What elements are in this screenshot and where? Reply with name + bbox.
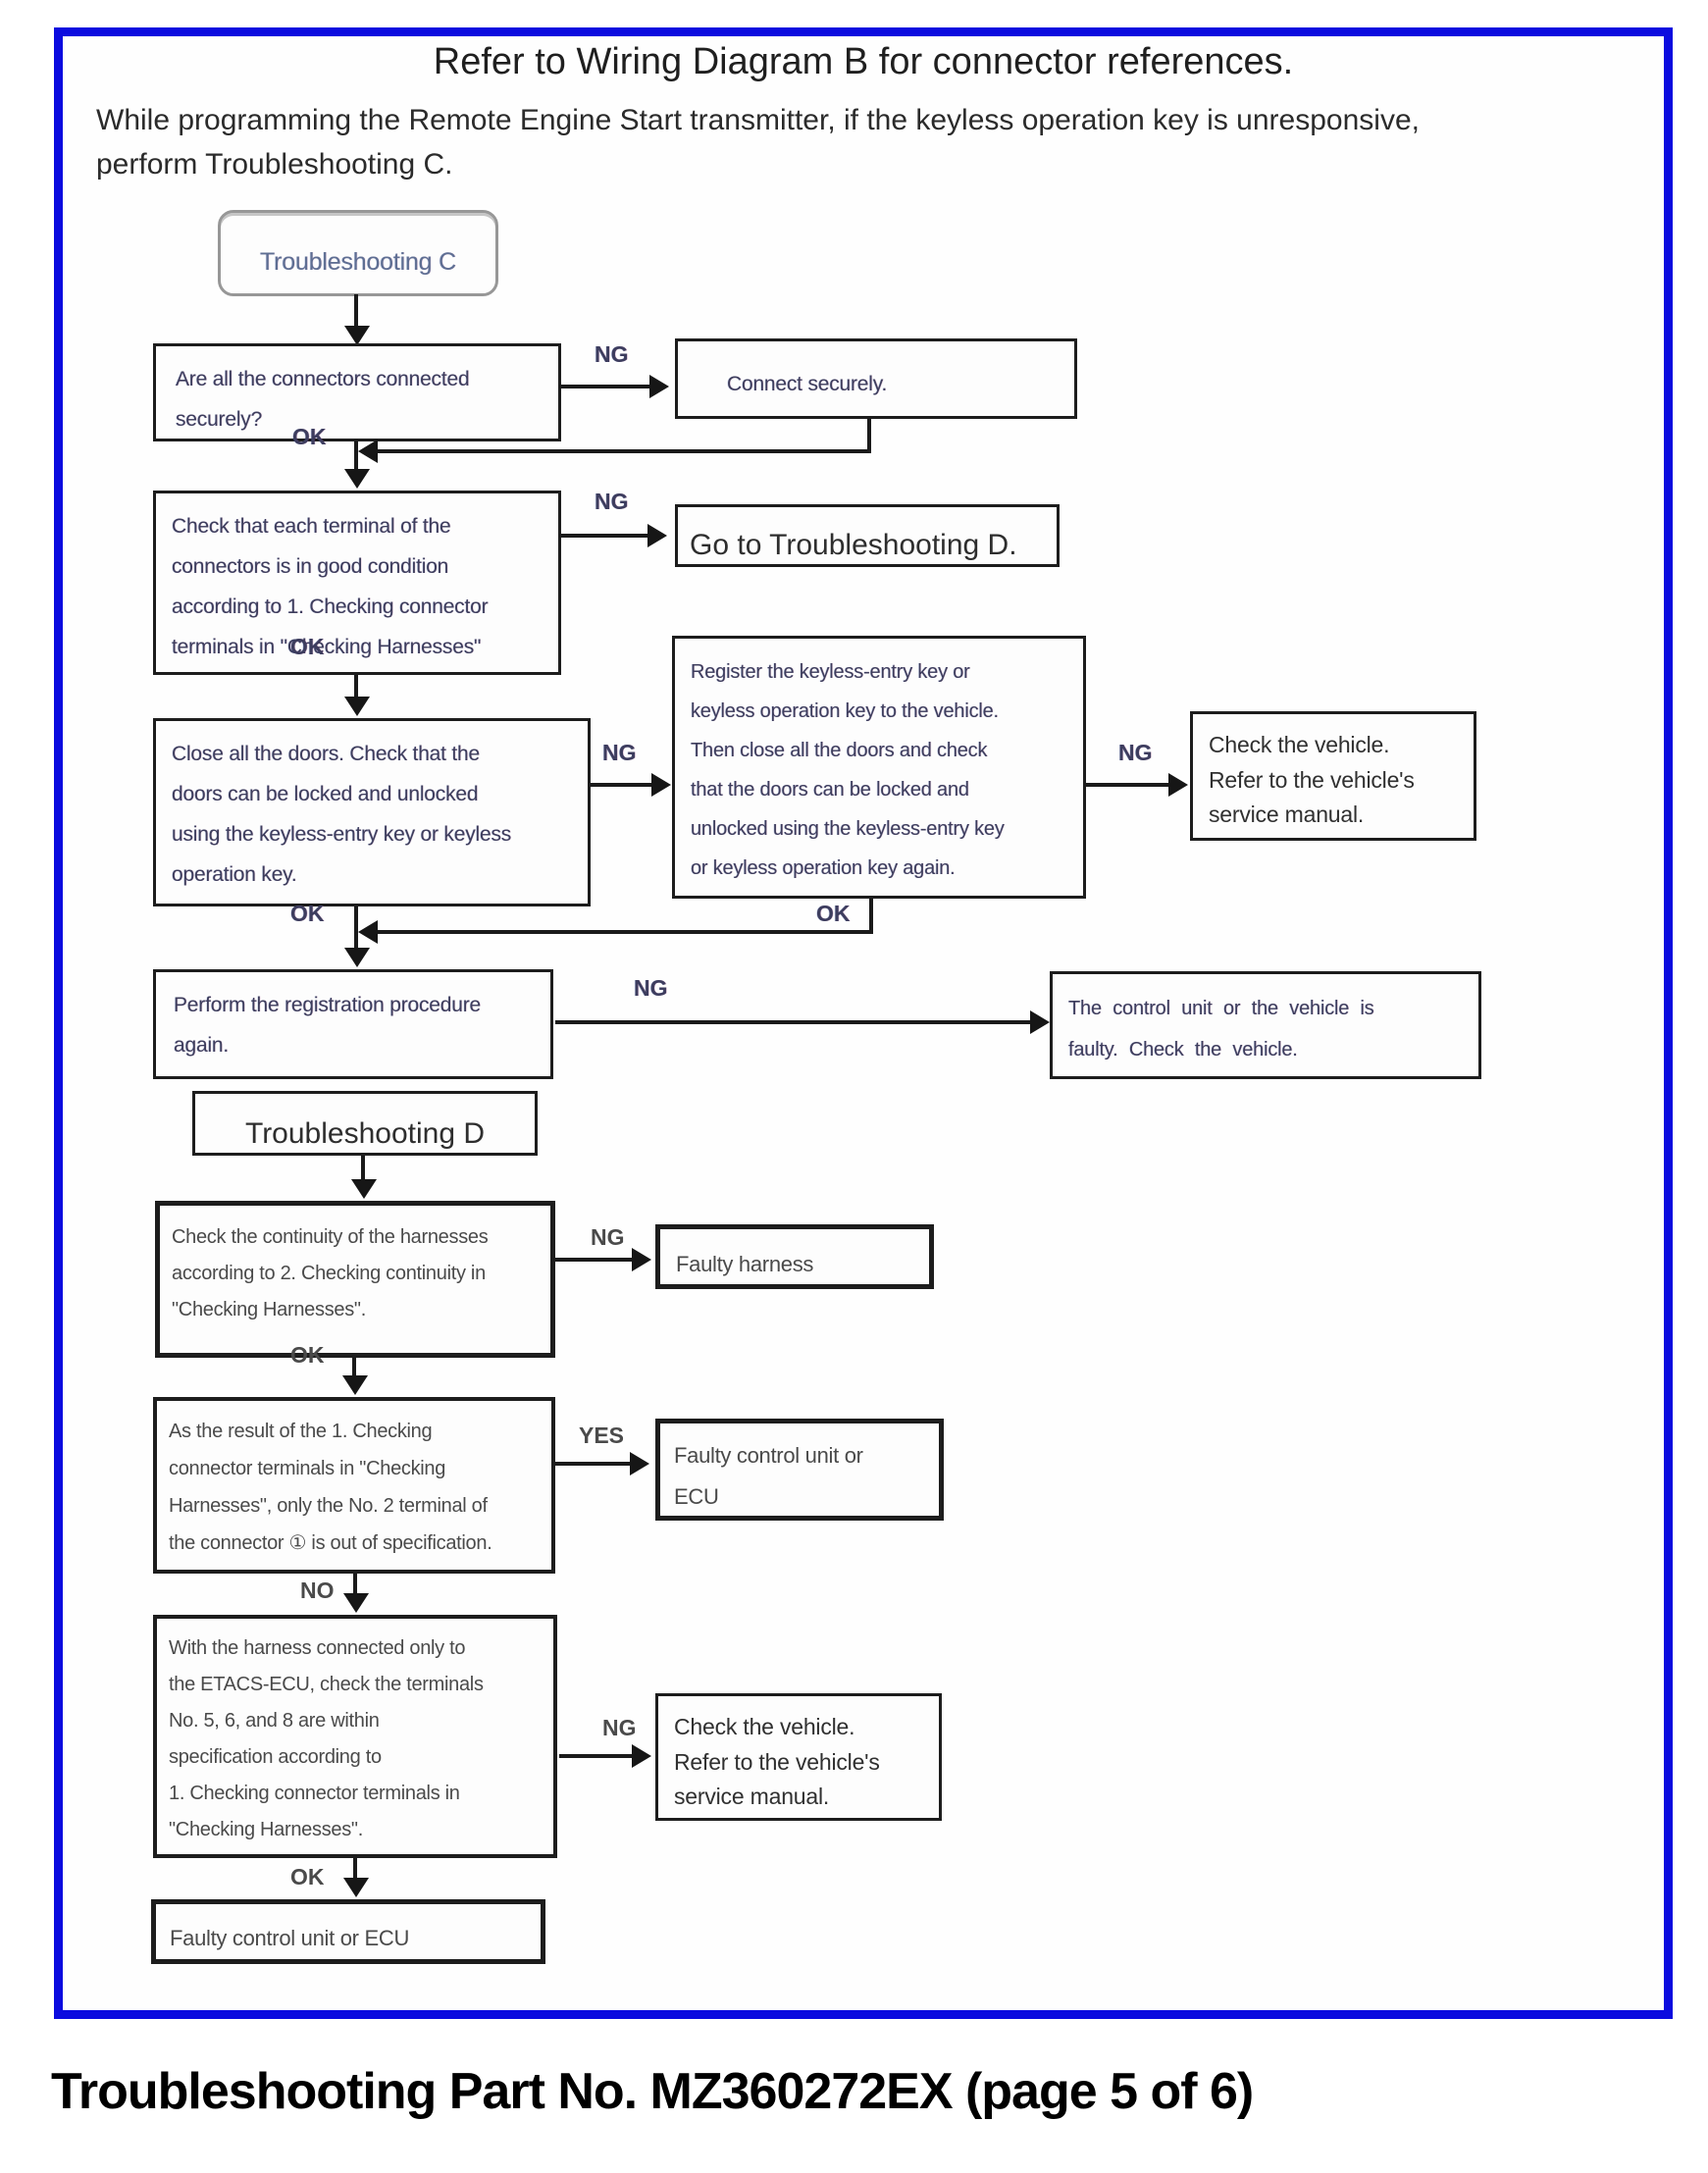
edge-label-no: NO	[300, 1578, 335, 1603]
edge-label-ng: NG	[595, 489, 629, 514]
edge-label-ng: NG	[634, 975, 668, 1001]
edge-label-yes: YES	[579, 1423, 625, 1448]
node-goto-troubleshooting-d: Go to Troubleshooting D.	[675, 504, 1060, 567]
flow-line	[354, 294, 358, 330]
node-control-unit-faulty: The control unit or the vehicle is fault…	[1050, 971, 1481, 1079]
arrowhead	[651, 773, 671, 797]
flow-line	[561, 534, 649, 538]
arrowhead	[1030, 1010, 1050, 1034]
node-check-connectors: Are all the connectors connected securel…	[153, 343, 561, 441]
arrowhead	[344, 697, 370, 716]
node-faulty-control-unit: Faulty control unit or ECU	[655, 1419, 944, 1521]
flow-line	[354, 906, 358, 950]
edge-label-ok: OK	[290, 634, 325, 659]
arrowhead	[358, 920, 378, 944]
arrowhead	[344, 948, 370, 967]
arrowhead	[630, 1452, 649, 1475]
flow-line	[354, 441, 358, 473]
node-close-doors: Close all the doors. Check that the door…	[153, 718, 591, 906]
page-title: Refer to Wiring Diagram B for connector …	[433, 41, 1294, 82]
flow-line	[555, 1020, 1032, 1024]
flow-line	[867, 419, 871, 453]
edge-label-ng: NG	[591, 1224, 625, 1250]
arrowhead	[358, 440, 378, 463]
flow-line	[353, 1574, 357, 1595]
flow-line	[378, 449, 871, 453]
flow-line	[559, 1754, 634, 1758]
arrowhead	[344, 469, 370, 489]
node-check-terminals: Check that each terminal of the connecto…	[153, 491, 561, 675]
edge-label-ok: OK	[290, 1864, 325, 1889]
edge-label-ng: NG	[602, 1715, 637, 1740]
arrowhead	[343, 1593, 369, 1613]
node-connect-securely: Connect securely.	[675, 338, 1077, 419]
flow-line	[561, 385, 651, 388]
flow-line	[354, 675, 358, 698]
arrowhead	[351, 1179, 377, 1199]
arrowhead	[343, 1878, 369, 1897]
arrowhead	[632, 1248, 651, 1271]
arrowhead	[1168, 773, 1188, 797]
node-faulty-harness: Faulty harness	[655, 1224, 934, 1289]
edge-label-ok: OK	[816, 901, 851, 926]
node-check-vehicle-d: Check the vehicle. Refer to the vehicle'…	[655, 1693, 942, 1821]
flow-line	[1086, 783, 1170, 787]
node-troubleshooting-d-start: Troubleshooting D	[192, 1091, 538, 1156]
arrowhead	[649, 375, 669, 398]
flow-line	[591, 783, 653, 787]
node-perform-registration: Perform the registration procedure again…	[153, 969, 553, 1079]
flow-line	[869, 899, 873, 934]
flow-line	[555, 1258, 634, 1262]
arrowhead	[344, 326, 370, 345]
arrowhead	[647, 524, 667, 547]
node-check-vehicle-c: Check the vehicle. Refer to the vehicle'…	[1190, 711, 1476, 841]
flow-line	[378, 930, 871, 934]
node-check-terminals-568: With the harness connected only to the E…	[153, 1615, 557, 1858]
intro-text: While programming the Remote Engine Star…	[96, 104, 1420, 181]
edge-label-ok: OK	[292, 424, 327, 449]
flow-line	[353, 1858, 357, 1880]
edge-label-ng: NG	[1118, 740, 1153, 765]
footer-caption: Troubleshooting Part No. MZ360272EX (pag…	[51, 2063, 1254, 2120]
node-register-key: Register the keyless-entry key or keyles…	[672, 636, 1086, 899]
node-faulty-control-unit-final: Faulty control unit or ECU	[151, 1899, 545, 1964]
edge-label-ng: NG	[595, 341, 629, 367]
node-check-continuity: Check the continuity of the harnesses ac…	[155, 1201, 555, 1358]
edge-label-ok: OK	[290, 1342, 325, 1368]
arrowhead	[632, 1744, 651, 1768]
arrowhead	[342, 1375, 368, 1395]
flow-line	[352, 1358, 356, 1377]
edge-label-ok: OK	[290, 901, 325, 926]
node-troubleshooting-c-start: Troubleshooting C	[218, 210, 498, 296]
edge-label-ng: NG	[602, 740, 637, 765]
node-terminal-no2: As the result of the 1. Checking connect…	[153, 1397, 555, 1574]
flow-line	[361, 1156, 365, 1181]
flow-line	[555, 1462, 632, 1466]
